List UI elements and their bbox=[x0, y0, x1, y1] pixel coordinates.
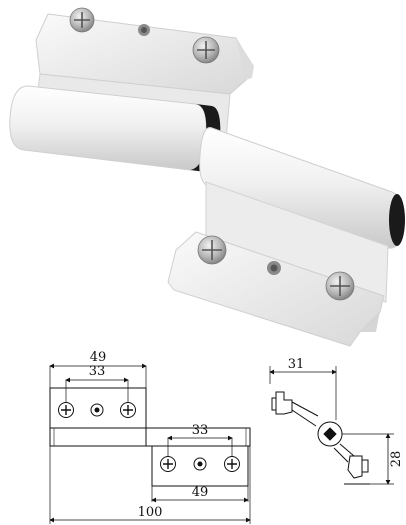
dim-bottom-leaf-width: 49 bbox=[192, 485, 209, 500]
drawing-screw-lower-right bbox=[224, 456, 240, 472]
dim-top-hole-span: 33 bbox=[89, 364, 106, 379]
drawing-screw-upper-left bbox=[58, 402, 74, 418]
drawing-screw-lower-left bbox=[160, 456, 176, 472]
lower-screw-right bbox=[325, 271, 355, 301]
hinge-illustration bbox=[9, 7, 405, 347]
drawing-hole-lower-center bbox=[193, 457, 207, 471]
upper-screw-right bbox=[192, 36, 220, 64]
lower-screw-left bbox=[197, 235, 227, 265]
dim-profile-depth: 31 bbox=[288, 357, 305, 372]
dim-profile-height: 28 bbox=[389, 451, 404, 468]
side-profile-drawing bbox=[269, 366, 394, 485]
front-view-drawing bbox=[49, 363, 251, 524]
dim-total-length: 100 bbox=[138, 505, 163, 520]
lower-center-hole bbox=[267, 261, 281, 275]
dim-bottom-hole-span: 33 bbox=[192, 423, 209, 438]
drawing-screw-upper-right bbox=[120, 402, 136, 418]
upper-screw-left bbox=[69, 7, 95, 33]
drawing-hole-upper-center bbox=[90, 403, 104, 417]
dim-top-leaf-width: 49 bbox=[90, 350, 107, 365]
upper-center-hole bbox=[138, 24, 150, 36]
